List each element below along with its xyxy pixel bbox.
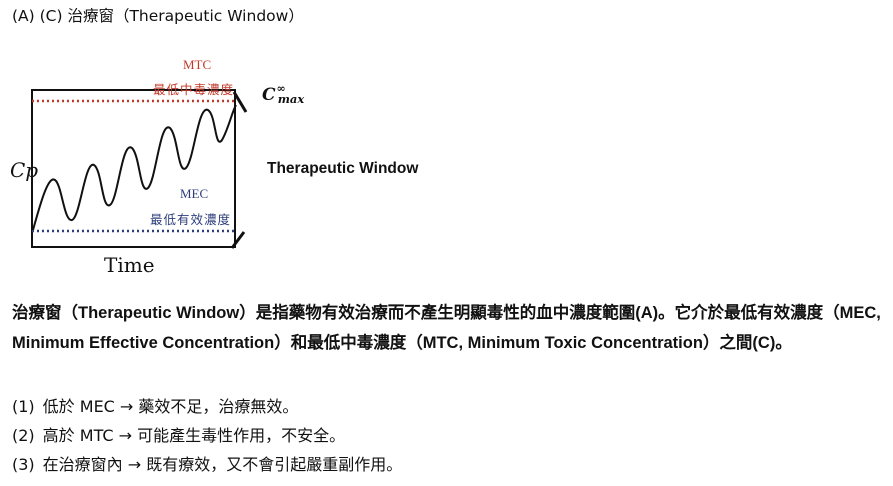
list-item-text: 高於 MTC → 可能產生毒性作用，不安全。 <box>42 426 346 445</box>
definition-paragraph: 治療窗（Therapeutic Window）是指藥物有效治療而不產生明顯毒性的… <box>12 298 884 358</box>
list-item-text: 在治療窗內 → 既有療效，又不會引起嚴重副作用。 <box>42 455 403 474</box>
list-item-number: (3) <box>12 455 35 474</box>
cmax-tick <box>232 91 248 113</box>
para-text: ）是指藥物有效治療而不產生明顯毒性的血中濃度範圍 <box>239 303 636 322</box>
cmax-subscript: max <box>277 92 305 106</box>
list-item: (2) 高於 MTC → 可能產生毒性作用，不安全。 <box>12 421 402 450</box>
list-item-number: (2) <box>12 426 35 445</box>
list-item: (3) 在治療窗內 → 既有療效，又不會引起嚴重副作用。 <box>12 450 402 479</box>
para-text: 治療窗（ <box>12 303 78 322</box>
mtc-label: MTC <box>183 57 212 72</box>
para-text: MEC, Minimum Effective Concentration <box>12 304 881 352</box>
para-text: ）和最低中毒濃度（ <box>274 333 423 352</box>
list-item-text: 低於 MEC → 藥效不足，治療無效。 <box>42 397 299 416</box>
consequence-list: (1) 低於 MEC → 藥效不足，治療無效。 (2) 高於 MTC → 可能產生毒… <box>12 392 402 479</box>
mec-tick <box>230 231 246 249</box>
para-text: 。它介於最低有效濃度（ <box>658 303 840 322</box>
para-text: ）之間 <box>702 333 753 352</box>
list-item-number: (1) <box>12 397 35 416</box>
para-text: 。 <box>775 333 792 352</box>
para-text: (C) <box>752 334 776 352</box>
therapeutic-window-label: Therapeutic Window <box>267 160 419 177</box>
cmax-label: C∞max <box>262 82 304 106</box>
para-text: MTC, Minimum Toxic Concentration <box>422 334 703 352</box>
cmax-symbol: C <box>262 85 276 105</box>
mec-label: MEC <box>180 186 209 201</box>
mec-subtitle: 最低有效濃度 <box>150 212 232 227</box>
cmax-superscript: ∞ <box>276 82 286 95</box>
x-axis-label: Time <box>104 253 155 277</box>
concentration-curve <box>32 104 237 231</box>
para-text: Therapeutic Window <box>78 304 240 322</box>
mtc-subtitle: 最低中毒濃度 <box>153 82 235 97</box>
list-item: (1) 低於 MEC → 藥效不足，治療無效。 <box>12 392 402 421</box>
para-text: (A) <box>635 304 659 322</box>
plot-frame <box>31 89 236 248</box>
y-axis-label: Cp <box>10 158 39 182</box>
page-heading: (A) (C) 治療窗（Therapeutic Window） <box>12 7 304 25</box>
therapeutic-window-diagram <box>31 89 248 249</box>
